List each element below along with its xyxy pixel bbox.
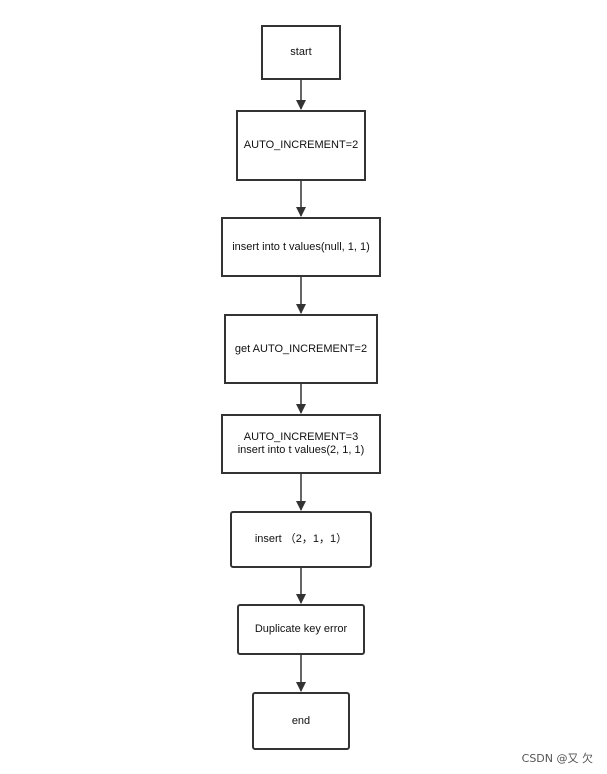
start-node: start (261, 25, 341, 80)
insert-null-node: insert into t values(null, 1, 1) (221, 217, 381, 277)
duplicate-key-error-label: Duplicate key error (254, 623, 348, 635)
get-auto-increment-node: get AUTO_INCREMENT=2 (224, 314, 378, 384)
end-node-label: end (291, 714, 311, 727)
insert-2-1-1-node: insert （2，1，1） (230, 511, 372, 568)
get-auto-increment-label: get AUTO_INCREMENT=2 (234, 342, 368, 355)
insert-null-label: insert into t values(null, 1, 1) (232, 240, 370, 253)
set-auto-increment-label: AUTO_INCREMENT=2 (243, 139, 359, 151)
watermark: CSDN @又 欠 (521, 752, 593, 765)
auto-increment-3-node: AUTO_INCREMENT=3 insert into t values(2,… (221, 414, 381, 474)
auto-increment-3-label-line2: insert into t values(2, 1, 1) (237, 444, 365, 456)
set-auto-increment-node: AUTO_INCREMENT=2 (236, 110, 366, 181)
end-node: end (252, 692, 350, 750)
start-node-label: start (290, 46, 312, 58)
duplicate-key-error-node: Duplicate key error (237, 604, 365, 655)
auto-increment-3-label-line1: AUTO_INCREMENT=3 (243, 431, 359, 443)
insert-2-1-1-label: insert （2，1，1） (254, 533, 348, 545)
